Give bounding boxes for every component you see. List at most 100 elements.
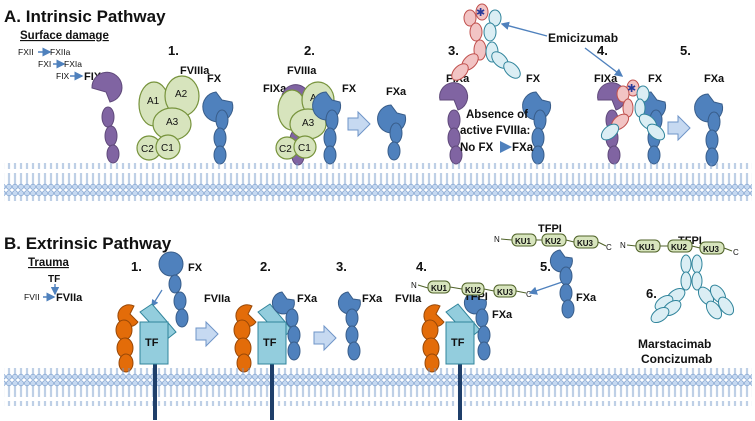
fxa-protein-b5 xyxy=(549,249,575,319)
fx-label-b1: FX xyxy=(188,262,203,274)
fx-protein-b2 xyxy=(271,291,301,361)
a3-domain-2: A3 xyxy=(302,118,315,129)
binding-arrow-b1 xyxy=(151,289,163,308)
fxa-protein-2 xyxy=(377,104,407,161)
hinge-glyph-free: ✱ xyxy=(476,7,485,19)
fx-label-1: FX xyxy=(207,73,222,85)
fxii-label: FXII xyxy=(18,47,34,57)
tf-label-b1: TF xyxy=(145,337,159,349)
fxiia-label: FXIIa xyxy=(50,47,71,57)
tfpi-c-term-b5: C xyxy=(606,243,612,252)
fxa-label-b4: FXa xyxy=(492,309,513,321)
c2-domain-2: C2 xyxy=(279,144,292,155)
fviia-label-b4: FVIIa xyxy=(395,293,422,305)
a1-domain: A1 xyxy=(147,96,160,107)
absence-line-3a: No FX xyxy=(460,142,494,154)
drug-label-concizumab: Concizumab xyxy=(641,352,712,366)
fx-label-4: FX xyxy=(648,73,663,85)
absence-line-3b: FXa xyxy=(512,142,534,154)
absence-line-2: active FVIIIa: xyxy=(460,125,530,137)
tf-body-b1 xyxy=(139,321,169,365)
panel-b-title: B. Extrinsic Pathway xyxy=(4,234,172,253)
tfpi-with-antibody: TFPI N KU1 KU2 KU3 C xyxy=(620,235,739,257)
fxi-label: FXI xyxy=(38,59,51,69)
fixa-label-2: FIXa xyxy=(263,83,287,95)
step-b5: 5. xyxy=(540,259,551,274)
step-a2: 2. xyxy=(304,43,315,58)
emicizumab-pointer-2 xyxy=(584,47,624,77)
trauma-label: Trauma xyxy=(28,257,70,269)
tfpi-n-term-b5: N xyxy=(494,235,500,244)
fx-protein-2 xyxy=(312,91,342,165)
c1-domain-2: C1 xyxy=(298,143,311,154)
tfpi-bound: TFPI N KU1 KU2 KU3 C xyxy=(411,280,532,303)
emicizumab-pointer-1 xyxy=(500,21,548,37)
ku3-label-b5: KU3 xyxy=(577,239,594,248)
fxa-protein-b3 xyxy=(337,291,361,361)
absence-note: Absence of active FVIIIa: No FX FXa xyxy=(460,109,534,154)
reaction-arrow-b2 xyxy=(313,324,337,352)
tfpi-free: TFPI N KU1 KU2 KU3 C xyxy=(494,223,612,252)
ku1-label-b4: KU1 xyxy=(431,284,448,293)
reaction-arrow-a2 xyxy=(347,110,371,138)
tfpi-c-term-b4: C xyxy=(526,290,532,299)
step-a5: 5. xyxy=(680,43,691,58)
tfpi-label-b5: TFPI xyxy=(538,223,562,235)
membrane-b xyxy=(4,368,752,406)
membrane-a xyxy=(4,163,752,201)
panel-a-title: A. Intrinsic Pathway xyxy=(4,7,166,26)
ku3-label-b6: KU3 xyxy=(703,245,720,254)
ku2-label-b5: KU2 xyxy=(545,237,562,246)
reaction-arrow-b1 xyxy=(195,320,219,348)
fxa-label-b3: FXa xyxy=(362,293,383,305)
step-b2: 2. xyxy=(260,259,271,274)
surface-damage-label: Surface damage xyxy=(20,30,109,42)
tfpi-n-term-b4: N xyxy=(411,281,417,290)
a2-domain: A2 xyxy=(175,89,188,100)
tfpi-c-term-b6: C xyxy=(733,248,739,257)
step-b1: 1. xyxy=(131,259,142,274)
ku1-label-b6: KU1 xyxy=(639,243,656,252)
fxia-label: FXIa xyxy=(64,59,82,69)
intrinsic-cascade: FXII FXIIa FXI FXIa FIX FIXa xyxy=(18,47,108,83)
a3-domain: A3 xyxy=(166,117,179,128)
anti-tfpi-antibody xyxy=(650,254,735,324)
step-a1: 1. xyxy=(168,43,179,58)
tf-cascade-label: TF xyxy=(48,274,60,285)
step-b6: 6. xyxy=(646,286,657,301)
fx-protein-b4 xyxy=(463,291,491,361)
fixa-label-4: FIXa xyxy=(594,73,618,85)
fixa-protein-1 xyxy=(91,71,123,164)
ku1-label-b5: KU1 xyxy=(515,237,532,246)
panel-b: B. Extrinsic Pathway Trauma TF FVII FVII… xyxy=(4,223,752,420)
hinge-glyph-bound: ✱ xyxy=(627,83,636,95)
bound-emicizumab: ✱ xyxy=(600,79,666,141)
drug-label-marstacimab: Marstacimab xyxy=(638,337,711,351)
ku2-label-b6: KU2 xyxy=(671,243,688,252)
fx-protein-b1 xyxy=(158,251,189,328)
ku3-label-b4: KU3 xyxy=(497,288,514,297)
step-b3: 3. xyxy=(336,259,347,274)
ku2-label-b4: KU2 xyxy=(465,286,482,295)
fvii-cascade-label: FVII xyxy=(24,292,40,302)
fviiia-label-1: FVIIIa xyxy=(180,65,210,77)
fviii-protein-1: A1 A2 A3 C2 C1 xyxy=(136,75,200,161)
fviiia-label-2: FVIIIa xyxy=(287,65,317,77)
fix-label: FIX xyxy=(56,71,70,81)
reaction-arrow-a4 xyxy=(667,114,691,142)
step-a3: 3. xyxy=(448,43,459,58)
step-a4: 4. xyxy=(597,43,608,58)
tf-label-b2: TF xyxy=(263,337,277,349)
fxa-protein-5 xyxy=(694,93,724,167)
panel-a: A. Intrinsic Pathway Surface damage FXII… xyxy=(4,3,752,201)
c2-domain: C2 xyxy=(141,144,154,155)
fx-label-3: FX xyxy=(526,73,541,85)
fviia-cascade-label: FVIIa xyxy=(56,292,83,304)
fxa-label-b5: FXa xyxy=(576,292,597,304)
fx-protein-3 xyxy=(522,91,552,165)
fxa-label-5: FXa xyxy=(704,73,725,85)
emicizumab-label: Emicizumab xyxy=(548,31,618,45)
fx-protein-1 xyxy=(202,91,234,165)
emicizumab-antibody: ✱ xyxy=(451,3,521,81)
